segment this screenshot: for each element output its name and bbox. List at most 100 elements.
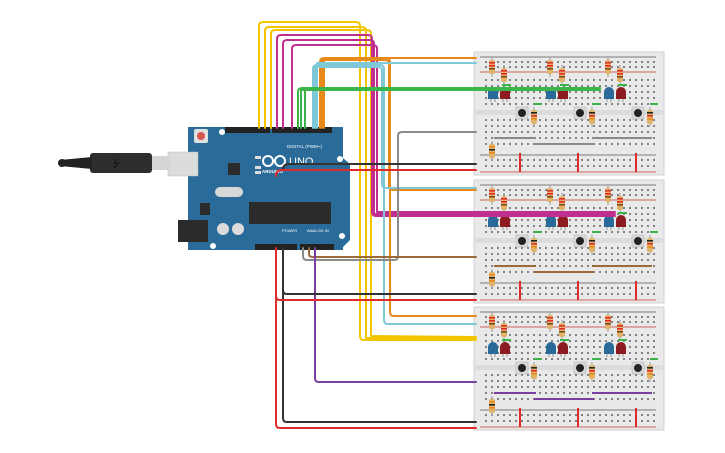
- breadboard-hole: [539, 66, 541, 68]
- wire-brown[interactable]: [308, 247, 477, 258]
- breadboard-hole: [647, 61, 649, 63]
- usb-cable[interactable]: ⭍: [58, 153, 170, 173]
- push-button-cap[interactable]: [634, 109, 642, 117]
- resistor-band: [589, 246, 595, 248]
- wire-cyan[interactable]: [312, 64, 477, 325]
- breadboard-hole: [599, 259, 601, 261]
- usb-plug-body[interactable]: [90, 153, 152, 173]
- led[interactable]: [500, 342, 510, 354]
- breadboard-hole: [587, 346, 589, 348]
- power-jack: [178, 220, 208, 242]
- led[interactable]: [546, 342, 556, 354]
- resistor-band: [617, 73, 623, 75]
- wire-red-5v[interactable]: [275, 247, 477, 301]
- wire-yellow[interactable]: [270, 29, 477, 338]
- breadboard-hole: [521, 103, 523, 105]
- resistor-band: [547, 193, 553, 195]
- breadboard-hole: [581, 265, 583, 267]
- wire-magenta[interactable]: [282, 39, 616, 215]
- wire-red-5v[interactable]: [275, 295, 477, 429]
- breadboard-hole: [521, 316, 523, 318]
- breadboard-hole: [545, 159, 547, 161]
- breadboard-hole: [575, 420, 577, 422]
- breadboard-hole: [485, 334, 487, 336]
- breadboard-hole: [653, 271, 655, 273]
- wire-magenta[interactable]: [276, 34, 616, 217]
- wire-gray[interactable]: [302, 131, 477, 261]
- breadboard-hole: [527, 247, 529, 249]
- wire-green[interactable]: [297, 87, 601, 129]
- push-button-cap[interactable]: [576, 109, 584, 117]
- push-button-cap[interactable]: [518, 237, 526, 245]
- breadboard-hole: [593, 165, 595, 167]
- push-button-cap[interactable]: [576, 237, 584, 245]
- reset-button-cap[interactable]: [197, 132, 205, 140]
- led[interactable]: [488, 342, 498, 354]
- led[interactable]: [546, 215, 556, 227]
- push-button-cap[interactable]: [518, 364, 526, 372]
- wire-green[interactable]: [304, 88, 601, 129]
- led[interactable]: [604, 215, 614, 227]
- led[interactable]: [558, 215, 568, 227]
- wire-purple[interactable]: [314, 247, 477, 383]
- led[interactable]: [616, 87, 626, 99]
- breadboard-hole: [509, 316, 511, 318]
- breadboard-hole: [623, 287, 625, 289]
- led[interactable]: [604, 87, 614, 99]
- breadboard-hole: [623, 189, 625, 191]
- breadboard-hole: [551, 79, 553, 81]
- logo-plus-ring: [274, 155, 286, 167]
- wire-black-gnd[interactable]: [282, 247, 477, 295]
- push-button-cap[interactable]: [576, 364, 584, 372]
- breadboard-hole: [569, 79, 571, 81]
- wire-black-gnd[interactable]: [282, 163, 477, 171]
- breadboard-hole: [581, 119, 583, 121]
- breadboard-hole: [653, 293, 655, 295]
- breadboard-hole: [485, 66, 487, 68]
- breadboard-hole: [617, 259, 619, 261]
- wire-cyan[interactable]: [314, 66, 477, 189]
- breadboard-hole: [551, 165, 553, 167]
- breadboard-hole: [569, 414, 571, 416]
- breadboard-hole: [623, 131, 625, 133]
- breadboards: [473, 51, 665, 431]
- led[interactable]: [616, 342, 626, 354]
- led[interactable]: [488, 215, 498, 227]
- breadboard-hole: [527, 271, 529, 273]
- breadboard-hole: [587, 265, 589, 267]
- wire-yellow[interactable]: [258, 21, 477, 341]
- wire-red-5v[interactable]: [275, 169, 477, 177]
- analog-header-label: ANALOG IN: [307, 228, 329, 233]
- wire-magenta[interactable]: [291, 44, 616, 213]
- breadboard-hole: [533, 85, 535, 87]
- breadboard-hole: [611, 194, 613, 196]
- breadboard-hole: [539, 79, 541, 81]
- breadboard-hole: [521, 293, 523, 295]
- breadboard-hole: [605, 340, 607, 342]
- breadboard-hole: [503, 119, 505, 121]
- wire-black-gnd[interactable]: [282, 289, 477, 423]
- push-button-cap[interactable]: [634, 364, 642, 372]
- led[interactable]: [616, 215, 626, 227]
- breadboard-hole: [581, 103, 583, 105]
- wire-orange[interactable]: [323, 57, 477, 129]
- resistor-band: [501, 73, 507, 75]
- breadboard-hole: [557, 334, 559, 336]
- breadboard-hole: [605, 259, 607, 261]
- push-button-cap[interactable]: [634, 237, 642, 245]
- led[interactable]: [558, 342, 568, 354]
- wire-cyan[interactable]: [316, 62, 477, 129]
- led[interactable]: [500, 215, 510, 227]
- power-header-label: POWER: [282, 228, 297, 233]
- push-button-cap[interactable]: [518, 109, 526, 117]
- led[interactable]: [604, 342, 614, 354]
- resistor-band: [547, 317, 553, 319]
- breadboard-hole: [563, 231, 565, 233]
- breadboard-hole: [575, 189, 577, 191]
- breadboard-hole: [617, 103, 619, 105]
- resistor-band: [589, 370, 595, 372]
- breadboard-hole: [569, 340, 571, 342]
- breadboard-hole: [581, 231, 583, 233]
- breadboard-hole: [593, 386, 595, 388]
